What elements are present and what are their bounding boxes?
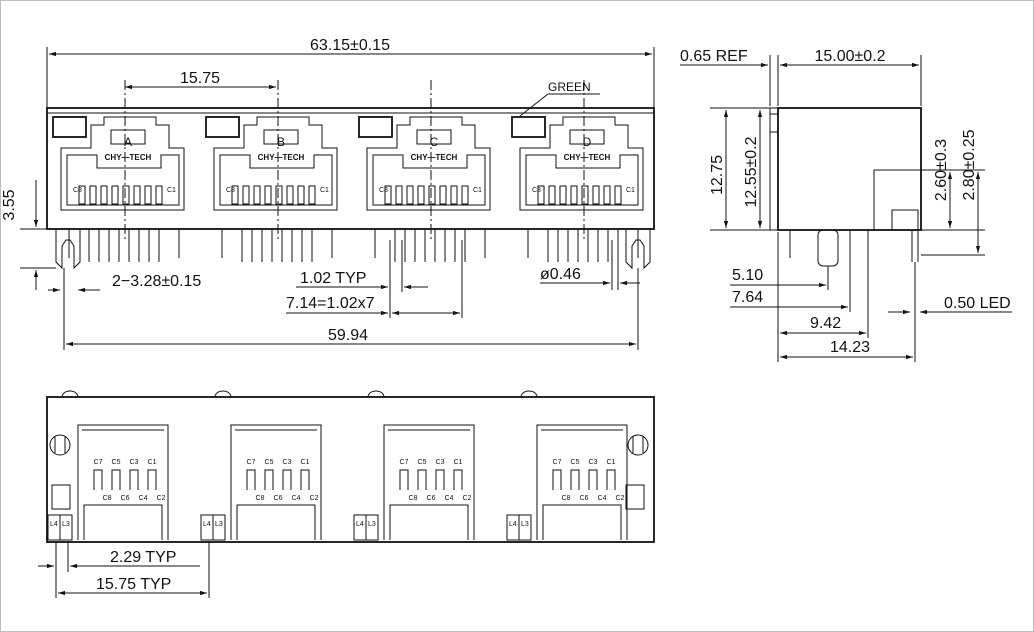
post-span-label: 59.94 bbox=[328, 327, 368, 344]
height-3-label: 2.60±0.3 bbox=[933, 139, 950, 201]
pin-label-left: C8 bbox=[379, 187, 388, 194]
pin-span-label: 7.14=1.02x7 bbox=[286, 295, 375, 312]
led-l3: L3 bbox=[62, 521, 70, 528]
contact-bottom: C8 bbox=[409, 495, 418, 502]
led-l4: L4 bbox=[509, 521, 517, 528]
mount-hole-label: 2−3.28±0.15 bbox=[112, 273, 201, 290]
depth-label: 15.00±0.2 bbox=[814, 48, 885, 65]
contact-bottom: C4 bbox=[445, 495, 454, 502]
brand-text: CHY—TECH bbox=[105, 153, 152, 162]
contact-top: C7 bbox=[553, 459, 562, 466]
contact-bottom: C6 bbox=[427, 495, 436, 502]
contact-top: C3 bbox=[130, 459, 139, 466]
pin-label-left: C8 bbox=[226, 187, 235, 194]
contact-bottom: C2 bbox=[616, 495, 625, 502]
contact-top: C7 bbox=[94, 459, 103, 466]
port-letter: D bbox=[583, 135, 592, 149]
pitch-label: 15.75 bbox=[180, 70, 220, 87]
contact-bottom: C8 bbox=[103, 495, 112, 502]
pin-label-left: C8 bbox=[532, 187, 541, 194]
dist-3-label: 9.42 bbox=[810, 315, 841, 332]
contact-bottom: C4 bbox=[292, 495, 301, 502]
contact-top: C1 bbox=[454, 459, 463, 466]
front-view: 63.15±0.15 15.75 GREEN A CHY—TECH C8 C1 B CHY… bbox=[1, 37, 655, 350]
pin-label-right: C1 bbox=[626, 187, 635, 194]
led-l4: L4 bbox=[203, 521, 211, 528]
pin-label-left: C8 bbox=[73, 187, 82, 194]
contact-top: C1 bbox=[301, 459, 310, 466]
front-port-b: B CHY—TECH C8 C1 bbox=[205, 80, 338, 262]
height-4-label: 2.80±0.25 bbox=[961, 129, 978, 200]
dist-2-label: 7.64 bbox=[732, 289, 763, 306]
led-l4: L4 bbox=[50, 521, 58, 528]
contact-top: C5 bbox=[571, 459, 580, 466]
brand-text: CHY—TECH bbox=[411, 153, 458, 162]
contact-top: C5 bbox=[112, 459, 121, 466]
contact-bottom: C2 bbox=[463, 495, 472, 502]
contact-bottom: C4 bbox=[139, 495, 148, 502]
contact-bottom: C2 bbox=[157, 495, 166, 502]
pin-label-right: C1 bbox=[320, 187, 329, 194]
contact-bottom: C8 bbox=[256, 495, 265, 502]
front-port-a: A CHY—TECH C8 C1 bbox=[52, 80, 185, 262]
left-height-label: 3.55 bbox=[1, 189, 18, 220]
pin-diameter-label: ø0.46 bbox=[540, 266, 581, 283]
led-l3: L3 bbox=[368, 521, 376, 528]
height-1-label: 12.75 bbox=[709, 155, 726, 195]
front-port-d: D CHY—TECH C8 C1 bbox=[511, 80, 644, 262]
contact-top: C1 bbox=[148, 459, 157, 466]
ref-label: 0.65 REF bbox=[680, 48, 748, 65]
pin-label-right: C1 bbox=[167, 187, 176, 194]
height-2-label: 12.55±0.2 bbox=[743, 136, 760, 207]
contact-top: C7 bbox=[400, 459, 409, 466]
contact-top: C3 bbox=[436, 459, 445, 466]
contact-top: C7 bbox=[247, 459, 256, 466]
green-led-label: GREEN bbox=[548, 80, 591, 94]
overall-width-label: 63.15±0.15 bbox=[310, 37, 390, 54]
contact-bottom: C8 bbox=[562, 495, 571, 502]
led-l3: L3 bbox=[215, 521, 223, 528]
contact-top: C3 bbox=[283, 459, 292, 466]
contact-bottom: C6 bbox=[121, 495, 130, 502]
contact-bottom: C6 bbox=[274, 495, 283, 502]
contact-top: C5 bbox=[265, 459, 274, 466]
side-view: 0.65 REF 15.00±0.2 12.75 12.55±0.2 2.60±… bbox=[680, 48, 1012, 362]
contact-bottom: C2 bbox=[310, 495, 319, 502]
contact-top: C3 bbox=[589, 459, 598, 466]
led-l3: L3 bbox=[521, 521, 529, 528]
dist-4-label: 14.23 bbox=[830, 339, 870, 356]
front-port-c: C CHY—TECH C8 C1 bbox=[358, 80, 491, 262]
pin-pitch-label: 1.02 TYP bbox=[300, 270, 366, 287]
pin-label-right: C1 bbox=[473, 187, 482, 194]
pitch-typ-label: 15.75 TYP bbox=[96, 576, 171, 593]
led-typ-label: 2.29 TYP bbox=[110, 549, 176, 566]
port-letter: A bbox=[124, 135, 132, 149]
led-l4: L4 bbox=[356, 521, 364, 528]
contact-top: C5 bbox=[418, 459, 427, 466]
contact-top: C1 bbox=[607, 459, 616, 466]
port-letter: C bbox=[430, 135, 439, 149]
port-letter: B bbox=[277, 135, 285, 149]
brand-text: CHY—TECH bbox=[564, 153, 611, 162]
brand-text: CHY—TECH bbox=[258, 153, 305, 162]
contact-bottom: C4 bbox=[598, 495, 607, 502]
led-label: 0.50 LED bbox=[944, 295, 1011, 312]
dist-1-label: 5.10 bbox=[732, 267, 763, 284]
contact-bottom: C6 bbox=[580, 495, 589, 502]
